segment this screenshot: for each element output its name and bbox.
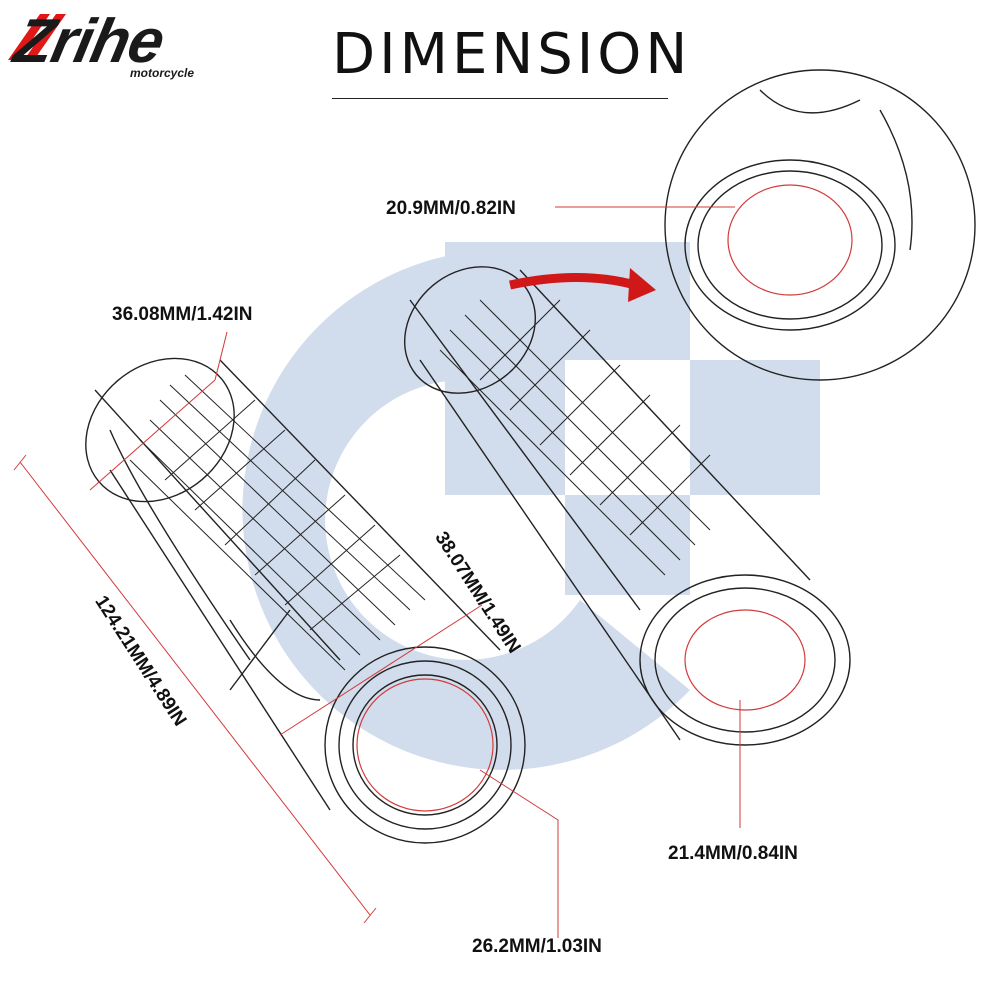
zoom-arrow-icon xyxy=(509,268,656,302)
label-inner-end-diameter: 20.9MM/0.82IN xyxy=(386,198,516,219)
brand-tagline: motorcycle xyxy=(130,66,195,80)
brand-logo: Zrihe motorcycle xyxy=(6,7,236,90)
leader-lines xyxy=(13,206,741,938)
label-inner-diameter-right: 21.4MM/0.84IN xyxy=(668,843,798,864)
label-inner-diameter-left: 26.2MM/1.03IN xyxy=(472,936,602,957)
inner-diameter-marks xyxy=(356,184,853,812)
watermark xyxy=(242,242,820,770)
logo-mark xyxy=(8,14,66,60)
right-grip xyxy=(403,266,851,746)
zoom-detail xyxy=(664,69,976,381)
label-outer-diameter-top: 36.08MM/1.42IN xyxy=(112,304,253,325)
page-title: DIMENSION xyxy=(332,22,692,87)
title-underline xyxy=(332,98,668,99)
left-grip xyxy=(85,357,526,844)
